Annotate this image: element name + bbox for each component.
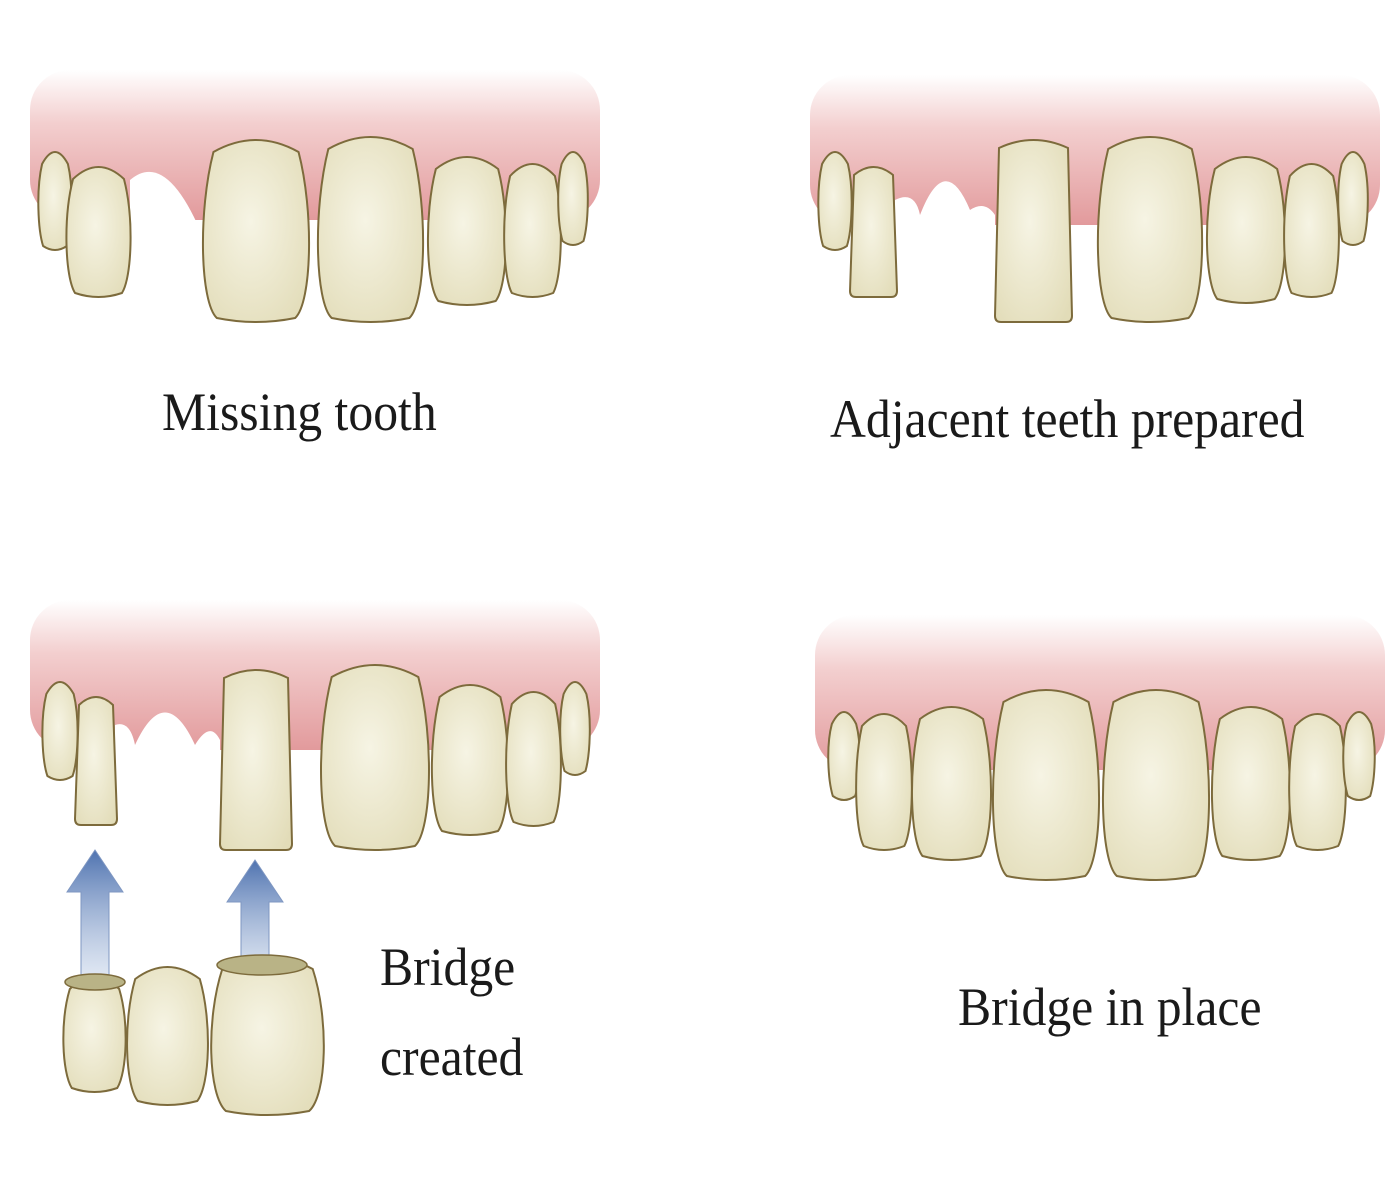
tooth: [557, 151, 589, 246]
panel-adjacent-teeth-prepared: [810, 75, 1380, 330]
caption-adjacent-teeth-prepared: Adjacent teeth prepared: [830, 389, 1305, 449]
tooth: [201, 139, 311, 323]
panel-bridge-created: [30, 600, 600, 1116]
abutment-crown-opening: [64, 973, 126, 991]
tooth: [911, 706, 992, 861]
tooth: [41, 681, 79, 781]
prepared-tooth: [218, 669, 294, 851]
panel-missing-tooth: [30, 70, 600, 330]
caption-bridge-in-place: Bridge in place: [958, 977, 1262, 1037]
tooth: [65, 166, 132, 298]
abutment-crown-opening: [216, 954, 308, 976]
tooth: [1288, 713, 1347, 851]
caption-missing-tooth: Missing tooth: [162, 382, 437, 442]
tooth: [1101, 689, 1211, 881]
tooth: [1210, 706, 1292, 861]
tooth: [991, 689, 1101, 881]
up-arrow-icon: [66, 849, 124, 976]
tooth: [503, 163, 562, 298]
prepared-tooth: [848, 166, 899, 298]
tooth: [855, 713, 913, 851]
panel-bridge-in-place: [815, 615, 1385, 881]
tooth: [426, 156, 508, 306]
gap: [895, 181, 995, 330]
tooth: [62, 976, 127, 1093]
caption-bridge-created-line1: Bridge: [380, 937, 516, 997]
tooth: [210, 956, 325, 1116]
tooth: [126, 966, 209, 1106]
tooth: [430, 684, 510, 836]
tooth: [316, 136, 425, 323]
tooth: [827, 711, 861, 801]
caption-bridge-created-line2: created: [380, 1027, 524, 1087]
gap: [130, 171, 200, 330]
tooth: [1337, 151, 1369, 246]
tooth: [1283, 163, 1340, 298]
gap: [115, 712, 220, 860]
prepared-tooth: [73, 696, 119, 826]
tooth: [1096, 136, 1204, 323]
tooth: [320, 664, 430, 851]
tooth: [505, 691, 562, 827]
prepared-tooth: [993, 139, 1074, 323]
tooth: [1342, 711, 1376, 801]
tooth: [559, 681, 591, 776]
tooth: [1205, 156, 1287, 304]
tooth: [817, 151, 853, 251]
